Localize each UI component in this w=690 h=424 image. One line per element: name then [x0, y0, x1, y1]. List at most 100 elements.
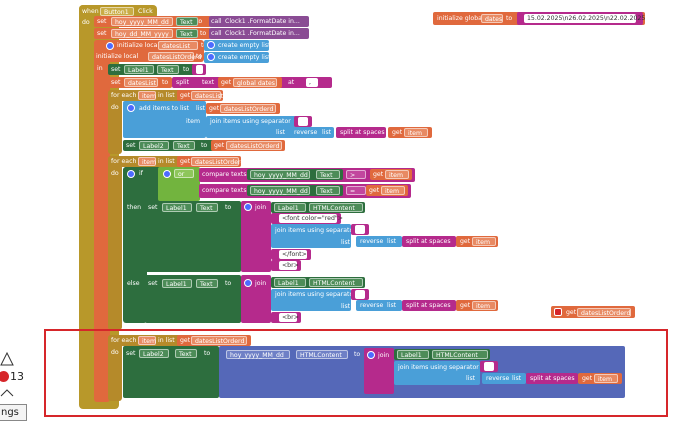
join-items-block[interactable] [271, 289, 351, 311]
global-dates-dropdown[interactable]: global dates [233, 78, 277, 87]
dateslist-dropdown[interactable]: datesList [191, 91, 223, 100]
format-date-call-1[interactable] [209, 16, 309, 27]
else-set-label1-block[interactable] [145, 275, 241, 323]
separator-slot[interactable] [355, 290, 365, 299]
join-block[interactable] [241, 201, 271, 272]
label1-dropdown[interactable]: Label1 [274, 203, 306, 212]
hoy-yyyy-dropdown[interactable]: hoy_yyyy_MM_dd [250, 186, 310, 195]
hoy-yyyy-dropdown[interactable]: hoy_yyyy_MM_dd [250, 170, 310, 179]
join-items-block[interactable] [271, 224, 351, 248]
join-items-block[interactable] [394, 361, 480, 385]
text-prop-dd[interactable]: Text [157, 65, 179, 74]
warning-triangle-icon[interactable] [0, 352, 14, 366]
dateslistorderd-dropdown[interactable]: datesListOrderd [191, 336, 247, 345]
separator-slot[interactable] [355, 225, 365, 234]
dateslist-dropdown[interactable]: datesList [124, 78, 158, 87]
text-prop-dd[interactable]: Text [173, 141, 195, 150]
item-dropdown[interactable]: item [472, 301, 496, 310]
then-set-label1-block[interactable] [145, 201, 241, 272]
separator-slot[interactable] [484, 362, 494, 371]
dateslist-name[interactable]: datesList [158, 41, 198, 50]
label1-dropdown[interactable]: Label1 [274, 278, 306, 287]
htmlcontent-dropdown[interactable]: HTMLContent [309, 203, 363, 212]
br-slot[interactable]: <br> [279, 313, 299, 322]
gear-icon[interactable] [207, 53, 215, 61]
label2-dropdown[interactable]: Label2 [139, 141, 169, 150]
split-at-spaces-block[interactable] [402, 236, 456, 247]
dateslistorderd-dropdown[interactable]: datesListOrderd [191, 157, 244, 166]
label1-dropdown[interactable]: Label1 [162, 279, 192, 288]
htmlcontent-dropdown[interactable]: HTMLContent [309, 278, 363, 287]
button1-dropdown[interactable]: Button1 [100, 7, 134, 16]
separator-slot[interactable]: , [306, 78, 318, 87]
reverse-list-block[interactable] [356, 236, 402, 247]
item-var-dropdown[interactable]: item [138, 336, 156, 345]
label2-dropdown[interactable]: Label2 [139, 349, 169, 358]
item-dropdown[interactable]: item [404, 128, 428, 137]
for-each-header[interactable] [108, 156, 234, 167]
error-icon[interactable] [0, 371, 9, 382]
item-var-dropdown[interactable]: item [138, 157, 156, 166]
for-each-dateslistorderd-block[interactable] [108, 156, 122, 330]
dates-text-slot[interactable]: 15.02.2025\n26.02.2025\n22.02.2025 [524, 14, 645, 23]
format-date-call-2[interactable] [209, 28, 309, 39]
for-each-3-block[interactable] [108, 335, 122, 401]
hoy-yyyy-dropdown[interactable]: hoy_yyyy_MM_dd [226, 350, 290, 359]
create-empty-list-2[interactable] [204, 52, 269, 63]
for-each-header[interactable] [108, 90, 220, 101]
empty-text-slot[interactable] [196, 65, 203, 74]
font-tag-slot[interactable]: <font color="red"> [279, 214, 343, 223]
label1-dropdown[interactable]: Label1 [162, 203, 192, 212]
text-prop-dd[interactable]: Text [176, 17, 198, 26]
text-prop-dd[interactable]: Text [176, 29, 198, 38]
htmlcontent-dropdown[interactable]: HTMLContent [432, 350, 488, 359]
reverse-list-block[interactable] [290, 127, 334, 138]
dates-name[interactable]: dates [481, 14, 503, 23]
text-prop-dd[interactable]: Text [316, 186, 340, 195]
split-at-spaces-block[interactable] [402, 300, 456, 311]
dateslistorderd-dropdown[interactable]: datesListOrderd [226, 141, 282, 150]
join-items-block[interactable] [206, 116, 302, 138]
show-warnings-button[interactable]: ngs [0, 404, 27, 421]
dateslistorderd-name[interactable]: datesListOrderd [148, 52, 201, 61]
item-dropdown[interactable]: item [472, 237, 496, 246]
label1-dropdown[interactable]: Label1 [124, 65, 154, 74]
gear-icon[interactable] [244, 203, 252, 211]
dateslistorderd-dropdown[interactable]: datesListOrderd [577, 308, 631, 317]
gear-icon[interactable] [127, 170, 135, 178]
gear-icon[interactable] [207, 41, 215, 49]
add-items-to-list-block[interactable] [123, 101, 206, 138]
initialize-local-block[interactable] [94, 40, 110, 402]
reverse-list-block[interactable] [482, 373, 526, 384]
dateslistorderd-dropdown[interactable]: datesListOrderd [220, 104, 276, 113]
set-label2-text-block[interactable] [123, 140, 215, 151]
label1-dropdown[interactable]: Label1 [397, 350, 429, 359]
gear-icon[interactable] [244, 279, 252, 287]
split-at-spaces-block[interactable] [526, 373, 578, 384]
reverse-list-block[interactable] [356, 300, 402, 311]
item-var-dropdown[interactable]: item [138, 91, 156, 100]
gear-icon[interactable] [367, 351, 375, 359]
text-prop-dd[interactable]: Text [175, 349, 197, 358]
operator-dropdown[interactable]: > [346, 170, 366, 179]
separator-slot[interactable] [298, 117, 308, 126]
item-dropdown[interactable]: item [594, 374, 618, 383]
text-prop-dd[interactable]: Text [316, 170, 340, 179]
br-slot[interactable]: <br> [279, 261, 299, 270]
hoy-dd-dropdown[interactable]: hoy_dd_MM_yyyy [111, 29, 173, 38]
operator-dropdown[interactable]: = [346, 186, 366, 195]
close-font-slot[interactable]: </font> [279, 250, 307, 259]
gear-icon[interactable] [127, 104, 135, 112]
split-at-spaces-block[interactable] [336, 127, 386, 138]
item-dropdown[interactable]: item [381, 186, 405, 195]
htmlcontent-dropdown[interactable]: HTMLContent [296, 350, 348, 359]
text-prop-dd[interactable]: Text [196, 279, 218, 288]
hoy-yyyy-dropdown[interactable]: hoy_yyyy_MM_dd [111, 17, 173, 26]
or-dropdown[interactable]: or [174, 169, 194, 178]
gear-icon[interactable] [106, 42, 114, 50]
gear-icon[interactable] [163, 170, 171, 178]
for-each-dateslist-block[interactable] [108, 90, 122, 154]
text-prop-dd[interactable]: Text [196, 203, 218, 212]
item-dropdown[interactable]: item [385, 170, 409, 179]
